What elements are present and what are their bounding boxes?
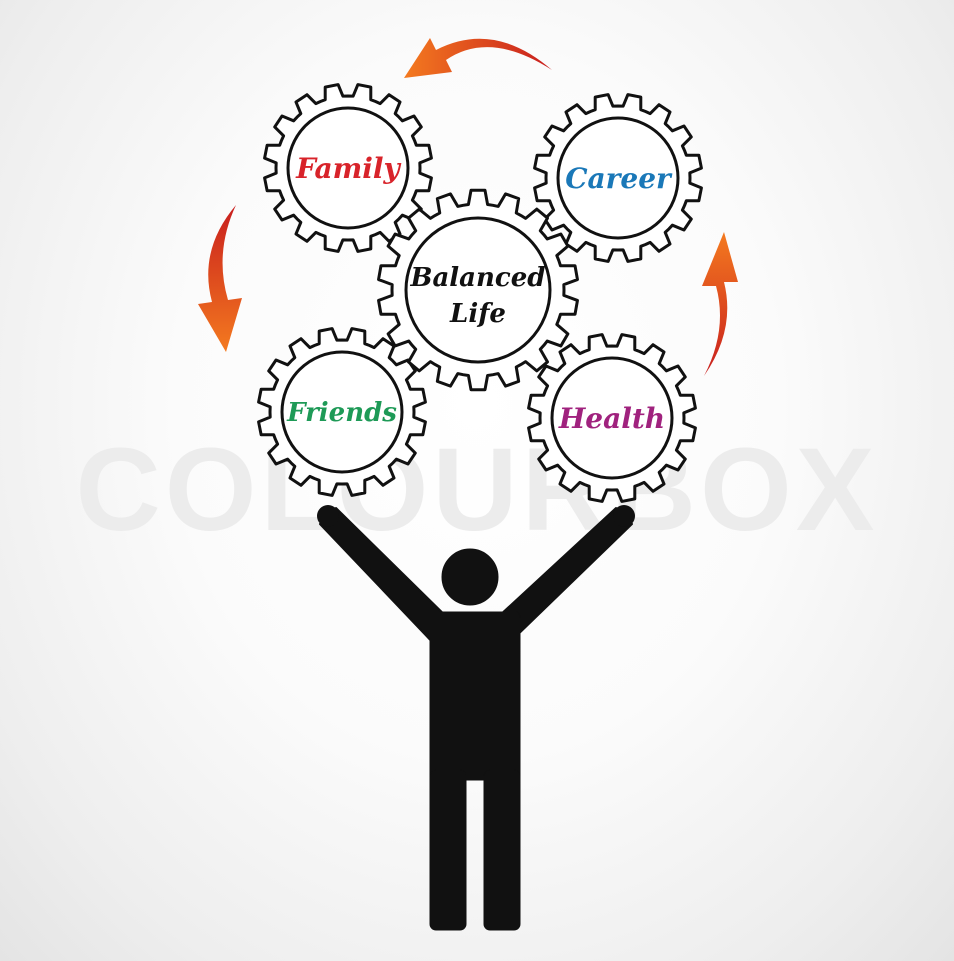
gear-ring xyxy=(280,350,404,474)
gear-label-balanced: Balanced xyxy=(409,263,545,293)
person-hand-right xyxy=(613,505,635,527)
person-hand-left xyxy=(317,505,339,527)
gear-label-family: Family xyxy=(295,152,401,185)
person-figure xyxy=(317,505,635,931)
person-head xyxy=(441,548,499,606)
gear-ring xyxy=(404,216,552,364)
gear-career: Career xyxy=(533,93,703,263)
gear-label-health: Health xyxy=(558,402,665,435)
gear-label-career: Career xyxy=(565,162,673,195)
gear-ring xyxy=(556,116,680,240)
arrow-left xyxy=(198,205,242,352)
arrow-top xyxy=(404,38,552,78)
gear-health: Health xyxy=(527,333,697,503)
gear-ring xyxy=(550,356,674,480)
gear-friends: Friends xyxy=(257,327,427,497)
gear-balanced-life: Balanced Life xyxy=(377,188,579,392)
cycle-arrows xyxy=(198,38,738,376)
gear-label-friends: Friends xyxy=(286,398,397,428)
person-leg-right xyxy=(483,769,521,931)
gear-ring xyxy=(286,106,410,230)
person-torso xyxy=(429,611,521,781)
watermark: COLOURBOX xyxy=(76,424,879,556)
gear-family: Family xyxy=(263,83,433,253)
person-leg-left xyxy=(429,769,467,931)
gear-label-life: Life xyxy=(449,299,506,329)
arrow-right xyxy=(702,232,738,376)
